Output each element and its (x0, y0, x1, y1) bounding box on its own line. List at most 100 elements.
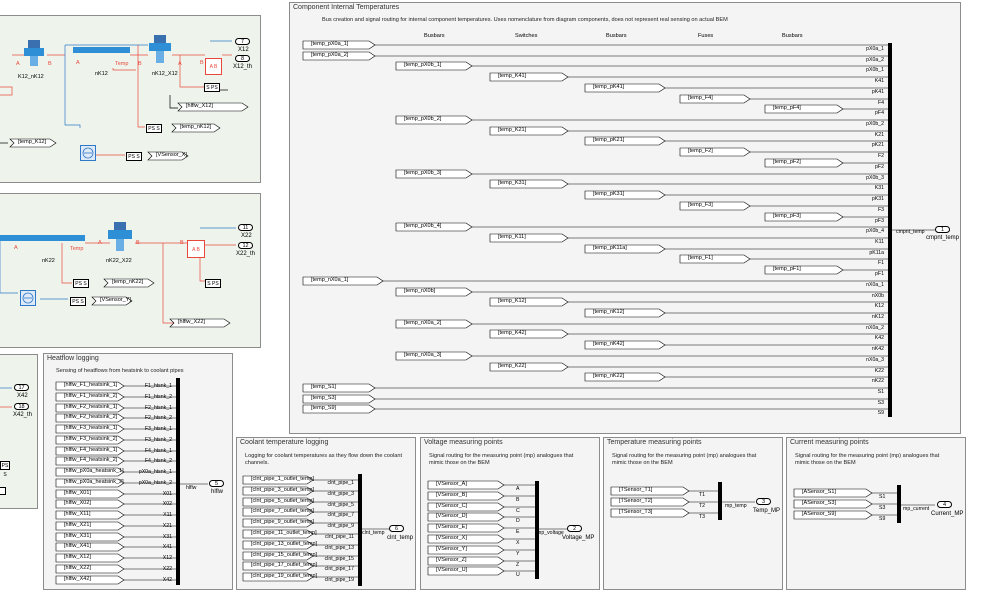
from-tag[interactable]: [ASensor_S3] (793, 499, 873, 509)
component-nk22-busbar[interactable] (0, 235, 85, 241)
from-tag[interactable]: [temp_pK31] (584, 190, 666, 200)
from-tag[interactable]: [hlflw_F1_heatsink_2] (55, 392, 125, 402)
from-tag[interactable]: [temp_nX0b] (395, 287, 473, 297)
from-tag[interactable]: [temp_pF1] (764, 265, 844, 275)
from-tag[interactable]: [temp_pF2] (764, 158, 844, 168)
from-tag[interactable]: [hlflw_X41] (55, 542, 125, 552)
from-tag[interactable]: [hlflw_X11] (55, 510, 125, 520)
from-tag[interactable]: [temp_S3] (302, 394, 376, 404)
goto-tag-vsensor-x[interactable]: [VSensor_X] (147, 151, 189, 161)
from-tag[interactable]: [ASensor_S9] (793, 510, 873, 520)
from-tag[interactable]: [temp_nK22] (584, 372, 666, 382)
outport-clnt-temp[interactable]: 6 (389, 525, 404, 532)
from-tag[interactable]: [temp_K42] (489, 329, 569, 339)
from-tag[interactable]: [temp_F4] (679, 94, 751, 104)
from-tag[interactable]: [hlflw_X42] (55, 575, 125, 585)
from-tag[interactable]: [VSensor_Z] (427, 556, 505, 566)
from-tag[interactable]: [clnt_pipe_3_outlet_temp] (242, 486, 314, 496)
from-tag[interactable]: [temp_pK11a] (584, 244, 666, 254)
from-tag[interactable]: [temp_pX0a_1] (302, 40, 376, 50)
from-tag[interactable]: [temp_nX0a_1] (302, 276, 384, 286)
goto-tag-temp-nk12[interactable]: [temp_nK12] (171, 123, 221, 133)
outport-voltage-mp[interactable]: 2 (567, 525, 582, 532)
from-tag[interactable]: [temp_K31] (489, 179, 569, 189)
from-tag[interactable]: [temp_S1] (302, 383, 376, 393)
from-tag[interactable]: [clnt_pipe_11_outlet_temp] (242, 529, 317, 539)
from-tag[interactable]: [TSensor_T3] (610, 508, 690, 518)
ps-converter[interactable]: PS S (146, 124, 162, 133)
from-tag[interactable]: [hlflw_X12] (55, 553, 125, 563)
bus-creator-hlflw[interactable] (176, 378, 180, 585)
from-tag[interactable]: [hlflw_pX0a_heatsink_1] (55, 467, 125, 477)
from-tag[interactable]: [clnt_pipe_7_outlet_temp] (242, 507, 314, 517)
bus-creator-mp-current[interactable] (897, 485, 901, 523)
outport-x42[interactable]: 17 (14, 384, 29, 391)
voltage-sensor-block[interactable] (80, 145, 96, 161)
ps-converter[interactable]: S PS (204, 83, 220, 92)
from-tag[interactable]: [hlflw_F3_heatsink_1] (55, 424, 125, 434)
from-tag[interactable]: [hlflw_F4_heatsink_2] (55, 456, 125, 466)
from-tag[interactable]: [temp_K11] (489, 233, 569, 243)
from-tag[interactable]: [temp_pX0b_1] (395, 61, 473, 71)
outport-hlflw[interactable]: 5 (209, 480, 224, 487)
voltage-sensor-block[interactable] (20, 290, 36, 306)
thermal-sensor-block[interactable]: A B (187, 240, 205, 258)
from-tag[interactable]: [clnt_pipe_5_outlet_temp] (242, 497, 314, 507)
from-tag[interactable]: [VSensor_Y] (427, 545, 505, 555)
from-tag[interactable]: [temp_K21] (489, 126, 569, 136)
bus-creator-mp-voltage[interactable] (535, 481, 539, 579)
from-tag[interactable]: [hlflw_F2_heatsink_2] (55, 413, 125, 423)
from-tag[interactable]: [temp_F3] (679, 201, 751, 211)
from-tag[interactable]: [temp_pX0b_4] (395, 222, 473, 232)
from-tag[interactable]: [clnt_pipe_9_outlet_temp] (242, 518, 314, 528)
bus-creator-cmpnt-temp[interactable] (888, 43, 892, 417)
from-tag[interactable]: [temp_pX0b_3] (395, 169, 473, 179)
from-tag[interactable]: [TSensor_T1] (610, 486, 690, 496)
from-tag[interactable]: [clnt_pipe_15_outlet_temp] (242, 551, 317, 561)
from-tag[interactable]: [temp_pX0a_2] (302, 51, 376, 61)
from-tag[interactable]: [temp_pK41] (584, 83, 666, 93)
from-tag[interactable]: [temp_pF3] (764, 212, 844, 222)
outport-x12-th[interactable]: 8 (235, 55, 250, 62)
from-tag[interactable]: [hlflw_F2_heatsink_1] (55, 403, 125, 413)
from-tag[interactable]: [temp_pF4] (764, 104, 844, 114)
from-tag[interactable]: [hlflw_X01] (55, 489, 125, 499)
from-tag[interactable]: [hlflw_X21] (55, 521, 125, 531)
from-tag[interactable]: [temp_S9] (302, 404, 376, 414)
from-tag[interactable]: [VSensor_U] (427, 566, 505, 576)
ps-converter[interactable]: S PS (205, 279, 221, 288)
ps-converter[interactable]: PS S (73, 279, 89, 288)
thermal-sensor-block[interactable]: A B (205, 58, 222, 75)
from-tag[interactable]: [temp_nK12] (584, 308, 666, 318)
from-tag[interactable]: [VSensor_C] (427, 502, 505, 512)
from-tag[interactable]: [hlflw_X22] (55, 564, 125, 574)
from-tag[interactable]: [clnt_pipe_17_outlet_temp] (242, 561, 317, 571)
from-tag[interactable]: [VSensor_X] (427, 534, 505, 544)
from-tag[interactable]: [clnt_pipe_13_outlet_temp] (242, 540, 317, 550)
from-tag[interactable]: [hlflw_X02] (55, 499, 125, 509)
outport-x42-th[interactable]: 18 (14, 403, 29, 410)
from-tag[interactable]: [ASensor_S1] (793, 488, 873, 498)
from-tag[interactable]: [hlflw_F4_heatsink_1] (55, 446, 125, 456)
from-tag[interactable]: [clnt_pipe_1_outlet_temp] (242, 475, 314, 485)
from-tag[interactable]: [temp_K41] (489, 72, 569, 82)
from-tag[interactable]: [temp_K12] (489, 297, 569, 307)
from-tag[interactable]: [VSensor_D] (427, 512, 505, 522)
from-tag[interactable]: [VSensor_A] (427, 480, 505, 490)
goto-tag-hlflw-x22[interactable]: [hlflw_X22] (169, 318, 231, 328)
ps-converter[interactable]: PS S (70, 297, 86, 306)
from-tag[interactable]: [temp_pX0b_2] (395, 115, 473, 125)
outport-cmpnt-temp[interactable]: 1 (935, 226, 950, 233)
component-nk22-x22[interactable] (106, 222, 134, 254)
from-tag[interactable]: [VSensor_B] (427, 491, 505, 501)
from-tag[interactable]: [temp_nX0a_3] (395, 351, 473, 361)
from-tag[interactable]: [temp_nK42] (584, 340, 666, 350)
from-tag[interactable]: [temp_K22] (489, 362, 569, 372)
from-tag[interactable]: [temp_nX0a_2] (395, 319, 473, 329)
outport-current-mp[interactable]: 4 (937, 501, 952, 508)
bus-creator-mp-temp[interactable] (718, 482, 722, 520)
from-tag[interactable]: [VSensor_E] (427, 523, 505, 533)
component-nk12-busbar[interactable] (73, 47, 130, 53)
outport-x22-th[interactable]: 12 (238, 242, 253, 249)
ps-converter[interactable]: PS S (0, 461, 10, 478)
